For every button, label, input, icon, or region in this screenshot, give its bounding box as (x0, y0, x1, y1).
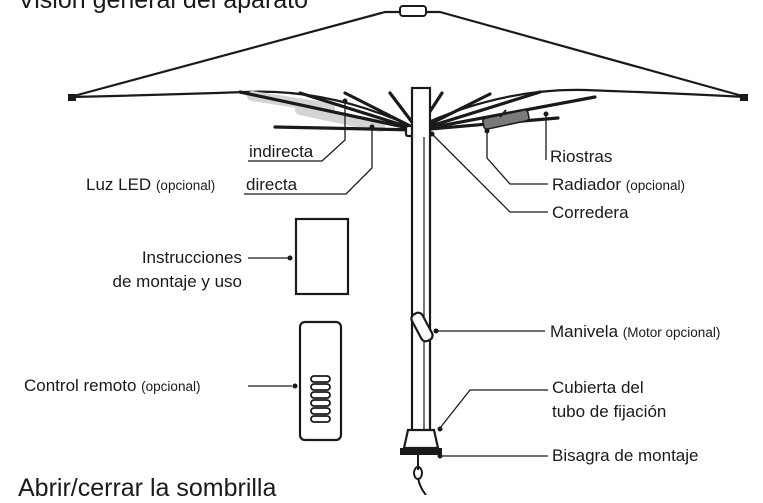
instructions-booklet (294, 217, 350, 296)
label-cubierta-2: tubo de fijación (552, 402, 667, 421)
label-radiador: Radiador (opcional) (552, 175, 685, 196)
canopy (69, 10, 747, 130)
section-title-open-close: Abrir/cerrar la sombrilla (18, 474, 277, 502)
led-bar-direct (295, 105, 385, 132)
control-remoto-note: (opcional) (141, 379, 201, 394)
control-remoto-text: Control remoto (24, 376, 137, 395)
radiator-heater (482, 109, 530, 130)
luz-led-note: (opcional) (155, 178, 216, 193)
radiador-note: (opcional) (625, 178, 686, 193)
label-indirecta: indirecta (249, 142, 314, 161)
radiador-text: Radiador (552, 175, 621, 194)
label-riostras: Riostras (550, 147, 613, 166)
label-manivela: Manivela (Motor opcional) (550, 322, 720, 343)
manivela-note: (Motor opcional) (622, 325, 721, 340)
label-control-remoto: Control remoto (opcional) (24, 376, 200, 397)
label-instrucciones-2: de montaje y uso (112, 272, 242, 291)
leader-dots (287, 128, 490, 459)
label-instrucciones-1: Instrucciones (141, 248, 242, 267)
leader-lines (244, 101, 548, 457)
label-cubierta-1: Cubierta del (552, 378, 644, 397)
label-corredera: Corredera (552, 203, 629, 222)
label-directa: directa (246, 175, 298, 194)
canopy-tip-right (740, 94, 748, 101)
finial (399, 5, 427, 17)
remote-control (298, 320, 343, 442)
mounting-base (400, 428, 442, 495)
page-title: Visión general del aparato (18, 0, 309, 14)
radiator-mount (499, 109, 507, 118)
pole (410, 86, 432, 450)
label-bisagra: Bisagra de montaje (552, 446, 699, 465)
crank-handle (410, 311, 434, 343)
luz-led-text: Luz LED (86, 175, 152, 194)
canopy-tip-left (68, 94, 76, 101)
manivela-text: Manivela (550, 322, 619, 341)
label-luz-led: Luz LED (opcional) (86, 175, 215, 196)
